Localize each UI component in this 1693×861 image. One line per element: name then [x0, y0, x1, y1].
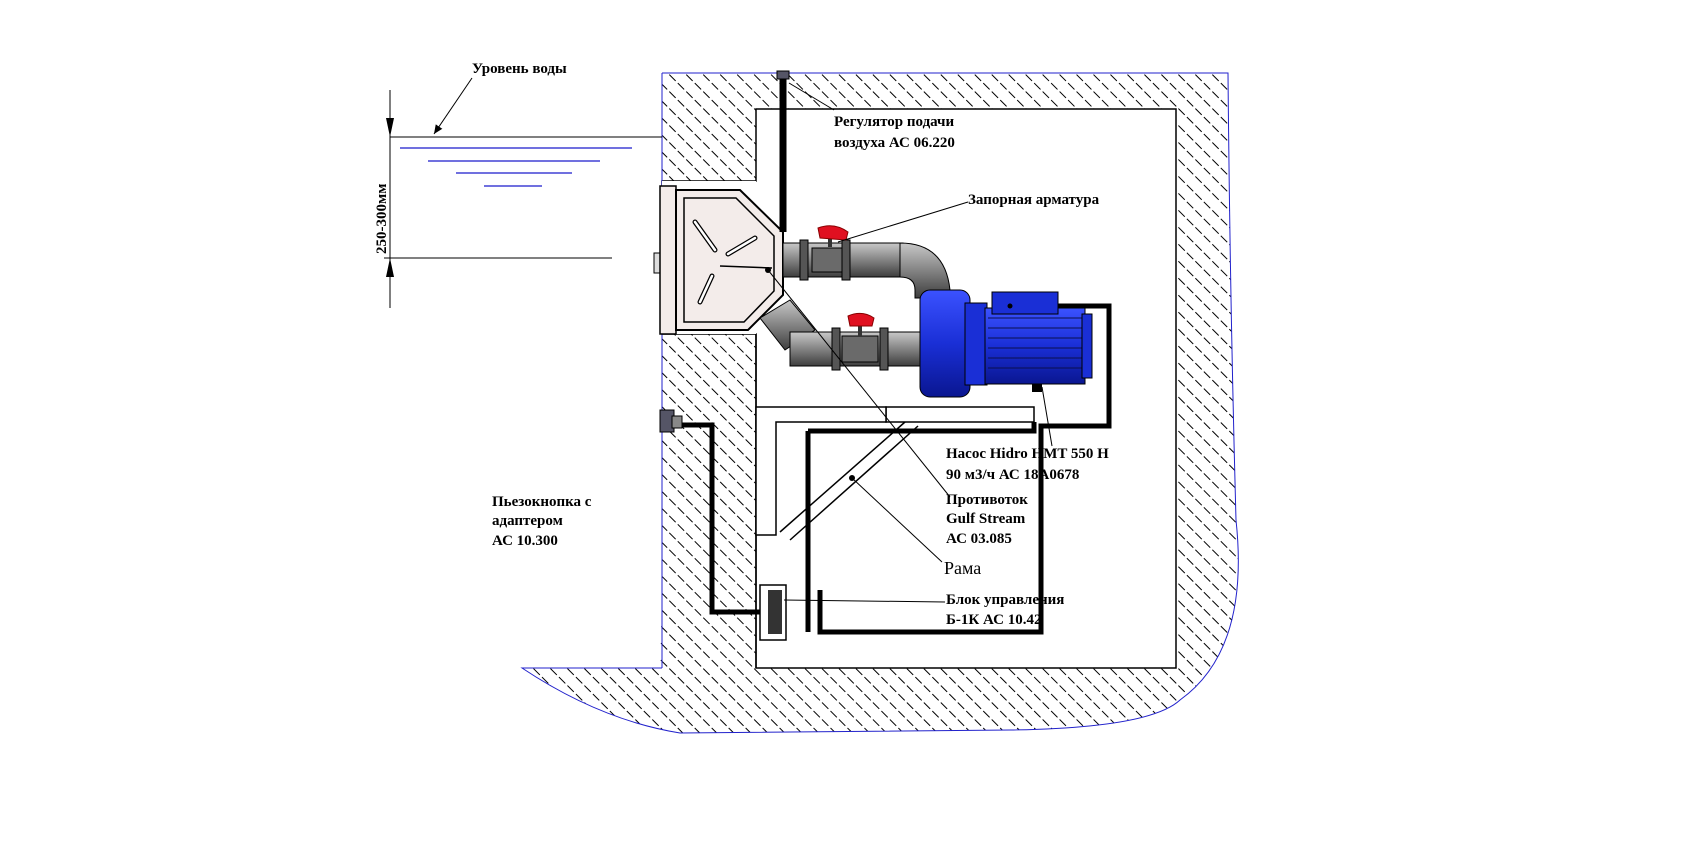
control-unit-label: Блок управления Б-1К АС 10.42	[946, 592, 1068, 628]
upper-valve	[811, 225, 849, 273]
dimension-250-300	[384, 90, 612, 308]
pump-label: Насос Hidro HMT 550 H 90 м3/ч АС 18А0678	[946, 446, 1113, 483]
dimension-label: 250-300мм	[374, 184, 390, 254]
counterflow-label: Противоток Gulf Stream АС 03.085	[946, 492, 1032, 547]
piezo-button	[659, 409, 760, 615]
air-supply-tube	[776, 70, 790, 232]
leader-lines	[767, 82, 1053, 603]
piezo-button-label: Пьезокнопка с адаптером АС 10.300	[492, 494, 595, 549]
pump-power-cable	[817, 303, 1112, 635]
water-level-label: Уровень воды	[472, 61, 567, 77]
pump	[919, 289, 1093, 398]
air-regulator-label: Регулятор подачи воздуха АС 06.220	[834, 114, 958, 151]
mounting-frame	[755, 406, 1037, 632]
counterflow-unit	[653, 185, 784, 335]
frame-label: Рама	[944, 558, 981, 578]
shutoff-valves-label: Запорная арматура	[968, 192, 1100, 208]
lower-valve	[841, 312, 879, 363]
water-level	[390, 136, 662, 187]
wall-outline	[520, 72, 1239, 734]
discharge-pipe	[782, 239, 951, 299]
water-level-leader	[433, 77, 473, 135]
control-unit	[759, 584, 787, 641]
